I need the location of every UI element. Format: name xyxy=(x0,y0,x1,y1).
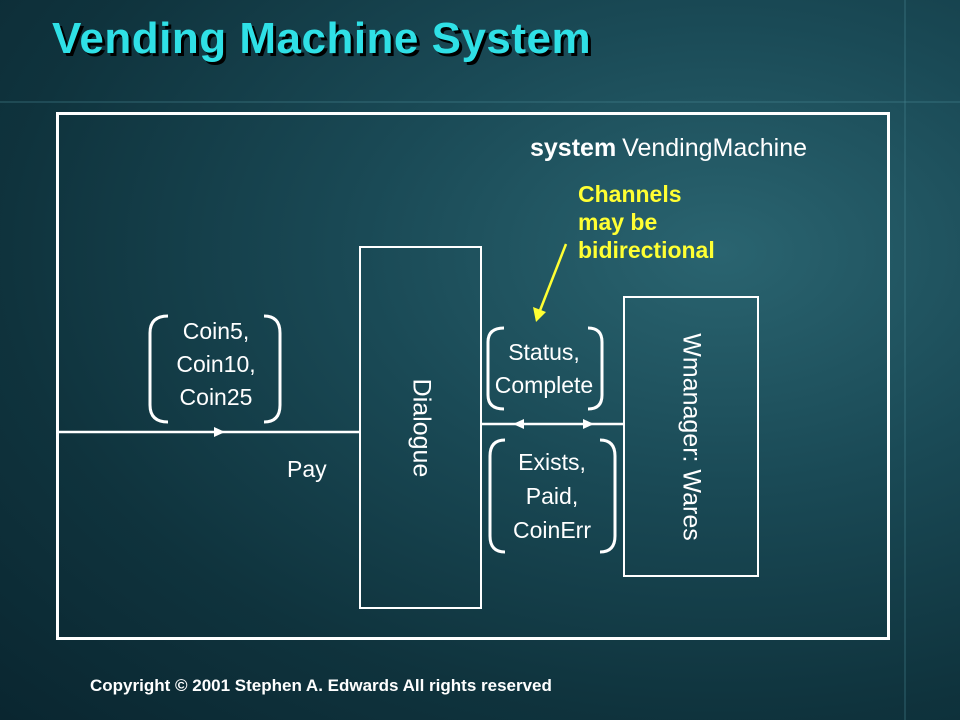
signal-name: Coin25 xyxy=(179,384,253,410)
signal-name: CoinErr xyxy=(513,517,591,543)
signal-name: Paid, xyxy=(525,483,579,509)
page-title: Vending Machine System xyxy=(52,14,592,63)
dialogue-signal-list: Status, Complete xyxy=(476,336,612,402)
callout-line: Channels xyxy=(578,181,682,207)
callout-line: may be xyxy=(578,209,658,235)
wmanager-block: Wmanager: Wares xyxy=(623,296,759,577)
callout-line: bidirectional xyxy=(578,237,715,263)
wmanager-label: Wmanager: Wares xyxy=(677,332,706,541)
system-name: VendingMachine xyxy=(622,134,808,162)
signal-name: Coin5, xyxy=(182,318,250,344)
signal-name: Coin10, xyxy=(176,351,256,377)
system-keyword: system xyxy=(530,134,617,162)
pay-channel-label: Pay xyxy=(287,456,327,482)
signal-name: Complete xyxy=(494,372,594,398)
dialogue-label: Dialogue xyxy=(407,378,435,477)
signal-name: Exists, xyxy=(518,449,586,475)
system-boundary xyxy=(56,112,890,640)
wmanager-signal-list: Exists, Paid, CoinErr xyxy=(496,445,608,547)
signal-name: Status, xyxy=(508,339,580,365)
pay-signal-list: Coin5, Coin10, Coin25 xyxy=(160,315,272,414)
callout-note: Channels may be bidirectional xyxy=(578,180,778,264)
copyright-notice: Copyright © 2001 Stephen A. Edwards All … xyxy=(90,676,552,695)
dialogue-block: Dialogue xyxy=(359,246,482,609)
